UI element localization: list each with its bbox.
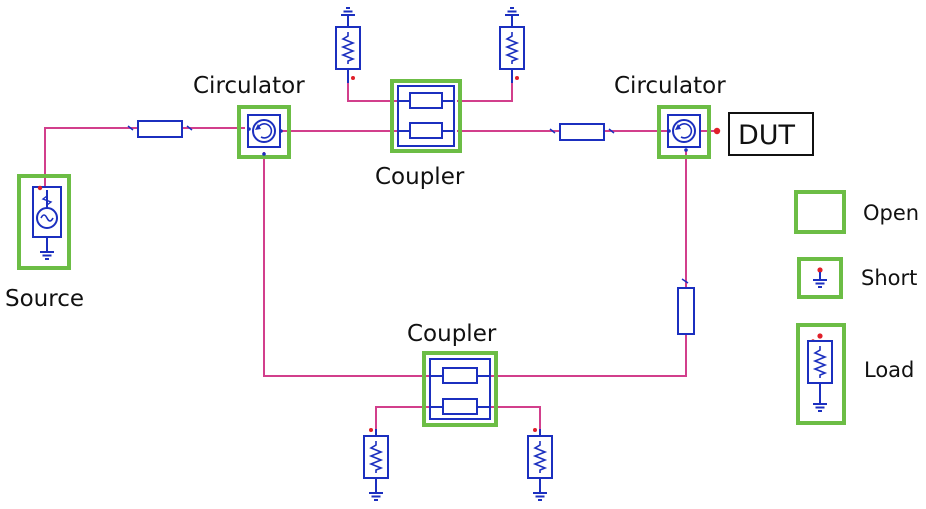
series-resistor-top-right xyxy=(549,123,615,141)
legend-open-label: Open xyxy=(863,201,919,225)
resistor-icon xyxy=(527,435,553,479)
resistor-icon xyxy=(807,333,833,412)
load-bottom-left xyxy=(363,428,389,501)
circulator-right-label: Circulator xyxy=(614,73,726,99)
coupler-bottom-label: Coupler xyxy=(407,321,497,347)
series-resistor-top-left xyxy=(127,120,193,138)
load-bottom-right xyxy=(527,428,553,501)
circulator-icon xyxy=(667,114,701,148)
coupler-bottom-highlight xyxy=(422,351,498,427)
dut-label: DUT xyxy=(738,120,796,151)
load-top-left xyxy=(335,7,361,83)
coupler-top-label: Coupler xyxy=(375,164,465,190)
circulator-right-highlight xyxy=(657,105,711,159)
circulator-icon xyxy=(247,114,281,148)
circulator-right: Circulator xyxy=(614,73,726,159)
wires xyxy=(44,83,716,429)
coupler-top: Coupler xyxy=(375,79,465,190)
load-top-right xyxy=(499,7,525,83)
coupler-top-highlight xyxy=(390,79,462,153)
legend-load-label: Load xyxy=(864,358,914,382)
open-box-icon xyxy=(794,190,846,234)
ground-icon xyxy=(812,267,828,288)
legend-short-label: Short xyxy=(861,266,917,290)
dut-block: DUT xyxy=(728,112,814,156)
series-resistor-right xyxy=(677,278,695,335)
legend: Open Short Load xyxy=(794,190,919,425)
circulator-left: Circulator xyxy=(193,73,305,159)
resistor-icon xyxy=(363,435,389,479)
circulator-left-highlight xyxy=(237,105,291,159)
source-label: Source xyxy=(5,286,84,312)
resistor-icon xyxy=(499,26,525,70)
coupler-bottom: Coupler xyxy=(407,321,498,427)
resistor-icon xyxy=(335,26,361,70)
source-block: Source xyxy=(5,174,84,312)
source-highlight-box xyxy=(17,174,71,270)
circulator-left-label: Circulator xyxy=(193,73,305,99)
